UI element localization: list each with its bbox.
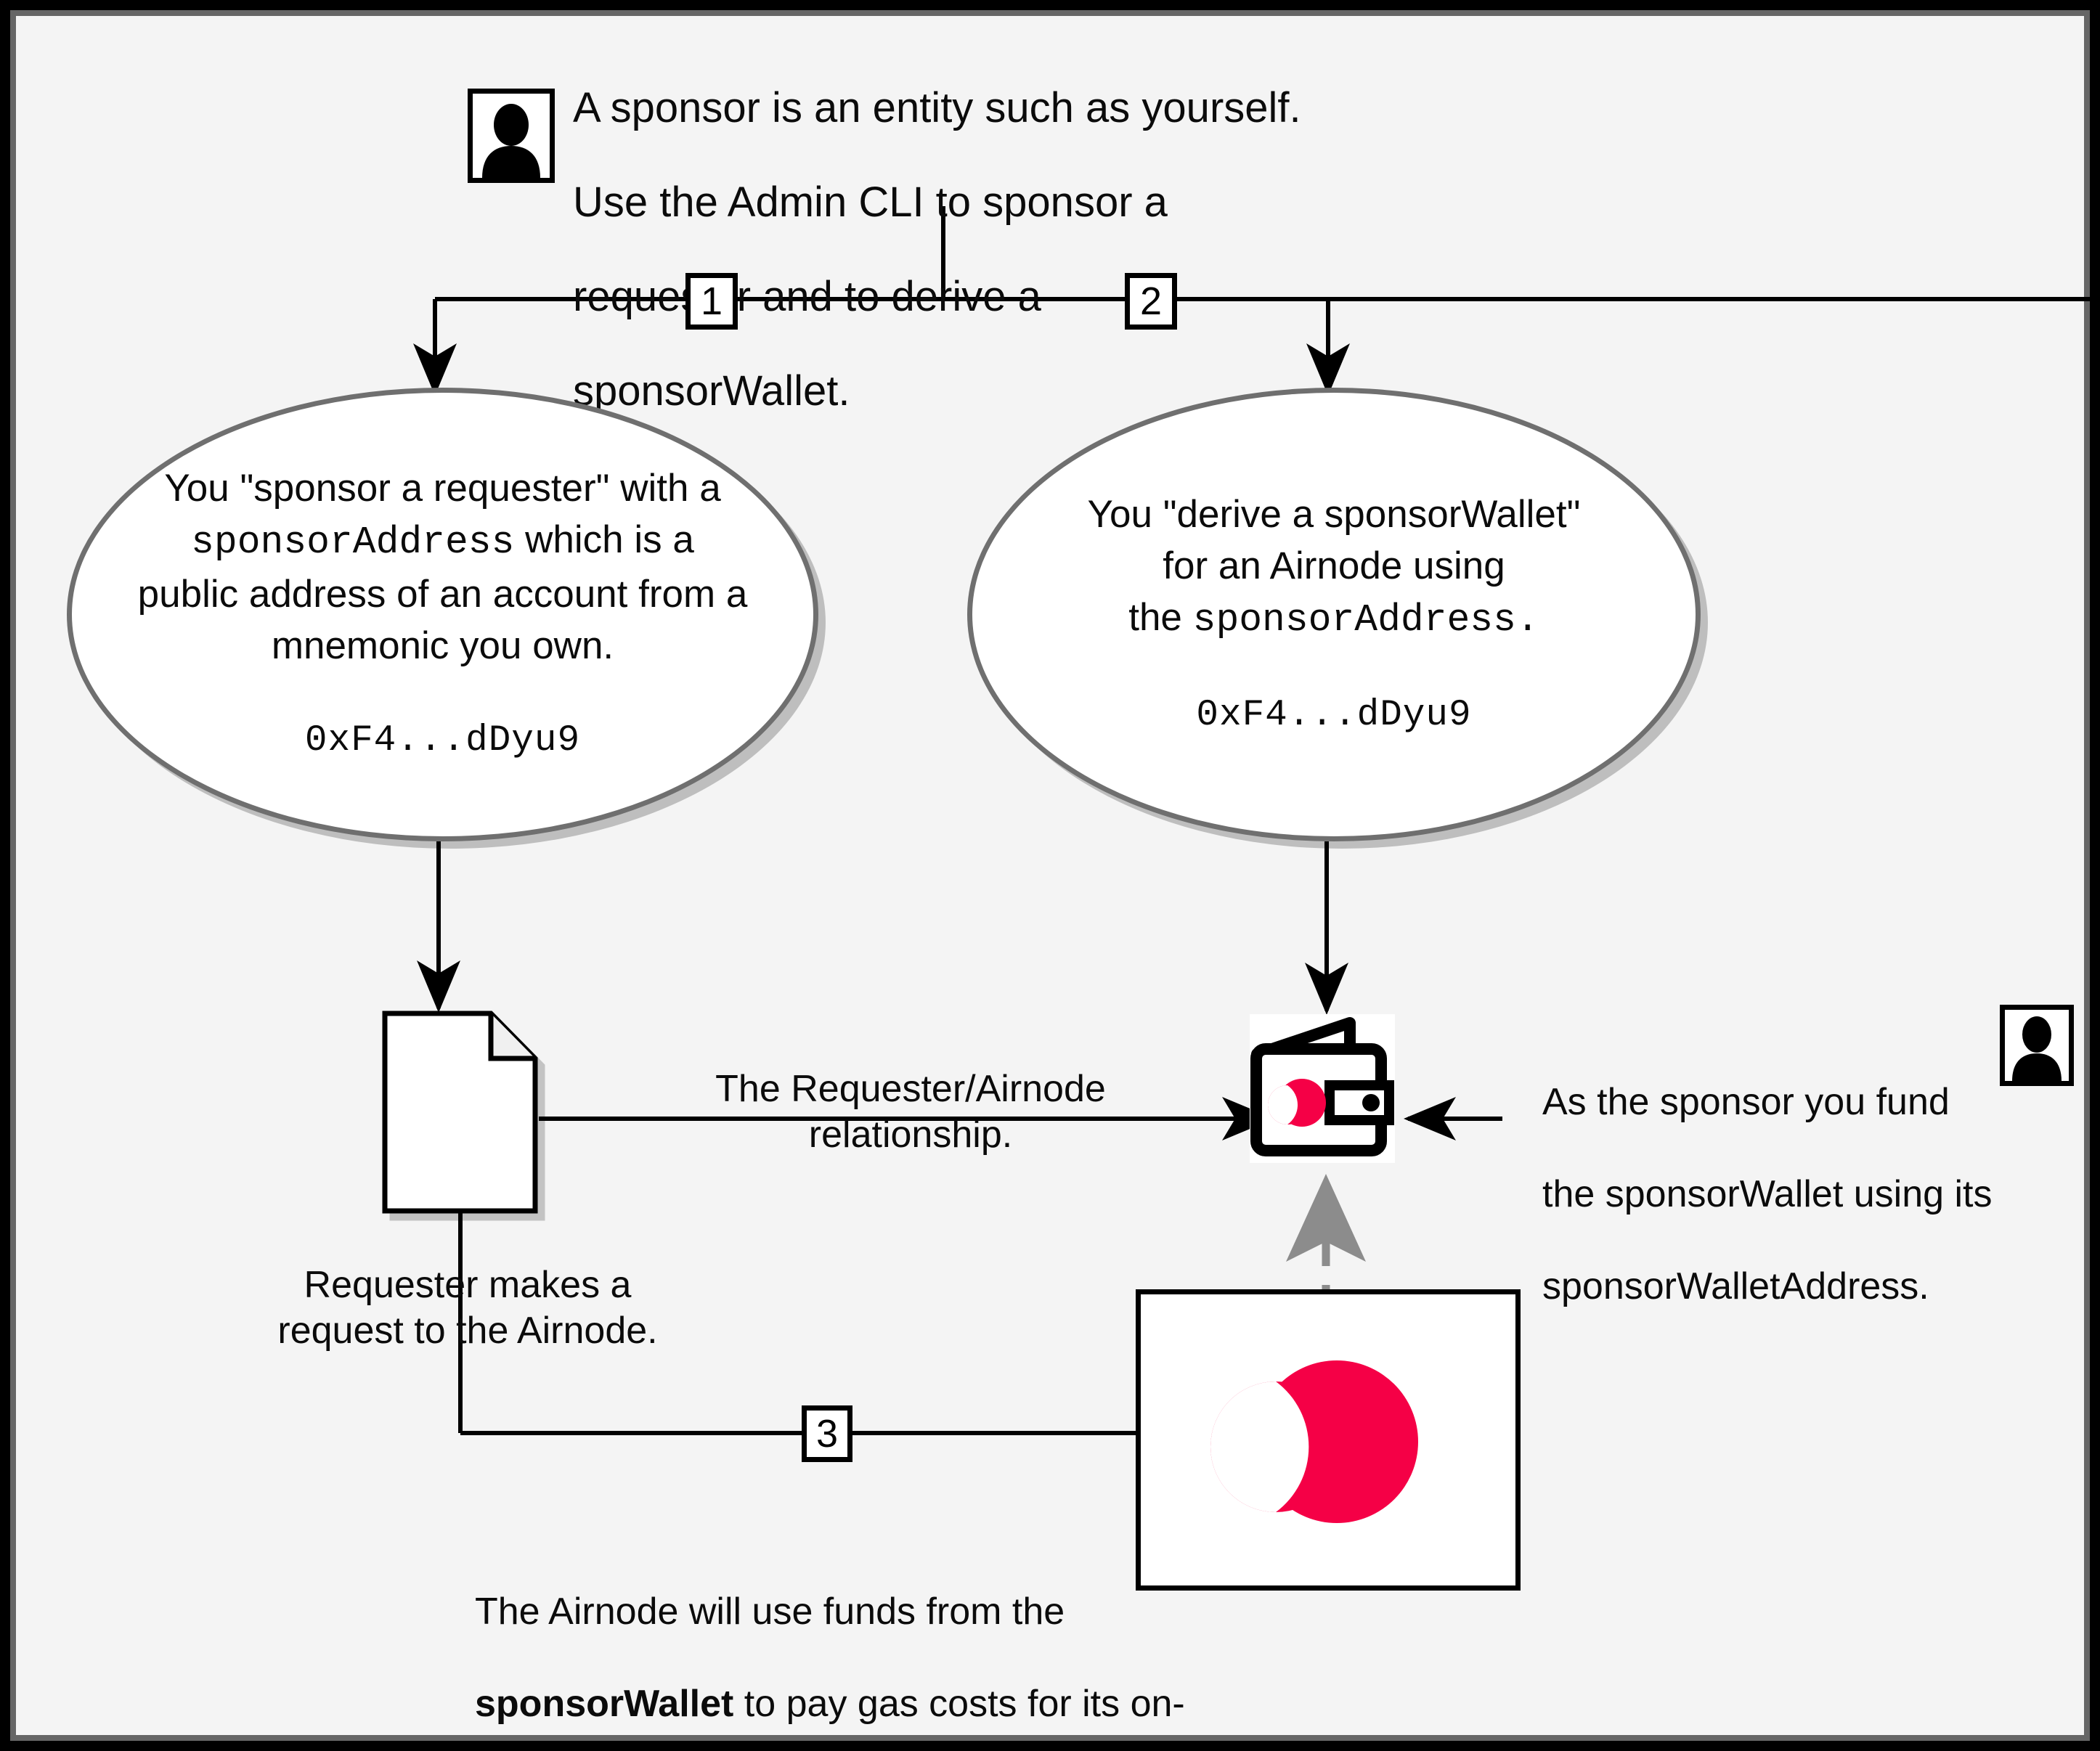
wallet-icon: [1250, 1017, 1394, 1156]
sponsor-person-icon-top: [468, 89, 555, 183]
api3-logo-icon: [1210, 1360, 1418, 1523]
header-note-line-1: A sponsor is an entity such as yourself.: [573, 83, 1301, 131]
step-badge-3-label: 3: [815, 1412, 839, 1456]
step-badge-3: 3: [802, 1405, 852, 1462]
header-note-line-4: sponsorWallet.: [573, 367, 850, 415]
requester-document-node: [382, 1011, 538, 1214]
document-icon: [382, 1011, 538, 1214]
caption-sponsor-funds-line-1: As the sponsor you fund: [1542, 1081, 1950, 1124]
ellipse-left-line-3: public address of an account from a: [137, 573, 748, 616]
ellipse-right-line-3-head: the: [1128, 595, 1193, 639]
header-note: A sponsor is an entity such as yourself.…: [573, 38, 1444, 462]
sponsor-wallet-term: sponsorWallet: [475, 1683, 734, 1726]
ellipse-right-line-3-tail: .: [1515, 597, 1539, 642]
sponsor-address-token: sponsorAddress: [1192, 597, 1516, 642]
step-badge-2-label: 2: [1139, 279, 1163, 323]
ellipse-right-line-1: You "derive a sponsorWallet": [1087, 492, 1581, 536]
caption-gas-line-2-tail: to pay gas costs for its on-: [733, 1683, 1185, 1726]
ellipse-left-address: 0xF4...dDyu9: [304, 720, 581, 762]
airnode-api3-logo-box: [1136, 1289, 1521, 1591]
caption-gas-line-2: sponsorWallet to pay gas costs for its o…: [475, 1681, 1390, 1727]
caption-requester-airnode-relationship: The Requester/Airnode relationship.: [715, 1068, 1106, 1156]
sponsor-address-token: sponsorAddress: [191, 521, 515, 565]
ellipse-left-line-4: mnemonic you own.: [271, 624, 614, 668]
caption-sponsor-funds-wallet: As the sponsor you fund the sponsorWalle…: [1542, 1034, 2065, 1356]
ellipse-right-line-3: the sponsorAddress.: [1023, 592, 1645, 646]
ellipse-left-line-2-tail: which is a: [514, 518, 694, 562]
ellipse-left-line-2: sponsorAddress which is a: [123, 514, 761, 568]
node-sponsor-a-requester-text: You "sponsor a requester" with a sponsor…: [123, 462, 761, 766]
sponsor-wallet-node: [1250, 1014, 1395, 1163]
node-derive-sponsor-wallet-text: You "derive a sponsorWallet" for an Airn…: [1023, 489, 1645, 740]
caption-sponsor-funds-line-3: sponsorWalletAddress.: [1542, 1265, 1929, 1308]
ellipse-left-line-1: You "sponsor a requester" with a: [164, 467, 721, 510]
caption-sponsor-funds-line-2: the sponsorWallet using its: [1542, 1173, 1993, 1216]
caption-requester-makes-request: Requester makes a request to the Airnode…: [277, 1264, 658, 1352]
step-badge-1: 1: [685, 273, 738, 330]
step-badge-1-label: 1: [700, 279, 723, 323]
caption-airnode-gas-costs: The Airnode will use funds from the spon…: [475, 1543, 1390, 1741]
node-derive-sponsor-wallet: You "derive a sponsorWallet" for an Airn…: [967, 388, 1701, 841]
sponsor-person-icon-right: [2000, 1005, 2074, 1086]
ellipse-right-line-2: for an Airnode using: [1163, 544, 1505, 587]
header-note-line-2: Use the Admin CLI to sponsor a: [573, 178, 1168, 226]
caption-gas-line-1: The Airnode will use funds from the: [475, 1591, 1065, 1633]
step-badge-2: 2: [1125, 273, 1177, 330]
node-sponsor-a-requester: You "sponsor a requester" with a sponsor…: [67, 388, 818, 841]
ellipse-right-address: 0xF4...dDyu9: [1196, 694, 1472, 736]
